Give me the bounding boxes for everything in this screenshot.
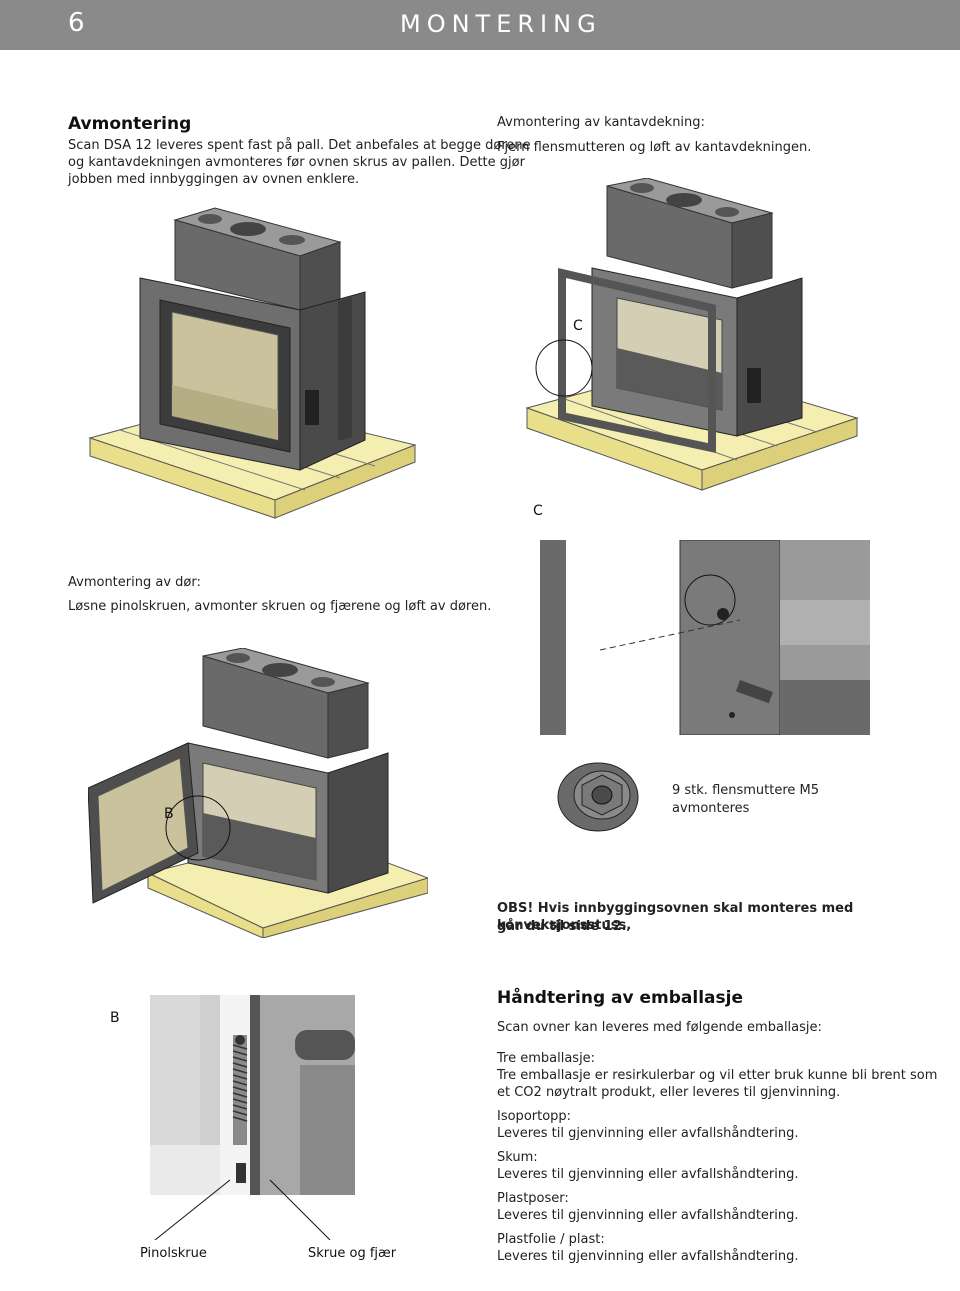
emballasje-item-line: Tre emballasje er resirkulerbar og vil e…	[497, 1068, 938, 1083]
page-header: 6 MONTERING	[0, 0, 960, 50]
section-title: MONTERING	[400, 10, 602, 38]
dor-heading: Avmontering av dør:	[68, 575, 201, 590]
emballasje-intro: Scan ovner kan leveres med følgende emba…	[497, 1020, 822, 1035]
emballasje-title: Håndtering av emballasje	[497, 988, 743, 1008]
avmontering-body-1: Scan DSA 12 leveres spent fast på pall. …	[68, 138, 531, 153]
nut-caption-1: 9 stk. flensmuttere M5	[672, 783, 820, 798]
detail-c-illustration	[540, 540, 870, 735]
screw-spring-label: Skrue og fjær	[308, 1246, 397, 1261]
kantavdekning-instruction: Fjern flensmutteren og løft av kantavdek…	[497, 140, 812, 155]
obs-line-1: OBS! Hvis innbyggingsovnen skal monteres…	[497, 901, 854, 933]
emballasje-item-heading: Plastfolie / plast:	[497, 1232, 605, 1247]
callout-b-stove: B	[164, 806, 174, 822]
emballasje-item-line: Leveres til gjenvinning eller avfallshån…	[497, 1167, 799, 1182]
detail-b-spring-illustration	[150, 995, 355, 1240]
emballasje-item-heading: Tre emballasje:	[497, 1051, 596, 1066]
emballasje-item-line: Leveres til gjenvinning eller avfallshån…	[497, 1249, 799, 1264]
page-number: 6	[68, 8, 85, 38]
dor-instruction: Løsne pinolskruen, avmonter skruen og fj…	[68, 599, 492, 614]
avmontering-body-2: og kantavdekningen avmonteres før ovnen …	[68, 155, 525, 170]
pin-screw-label: Pinolskrue	[140, 1246, 207, 1261]
emballasje-item-line: et CO2 nøytralt produkt, eller leveres t…	[497, 1085, 841, 1100]
emballasje-item-line: Leveres til gjenvinning eller avfallshån…	[497, 1126, 799, 1141]
emballasje-item-heading: Plastposer:	[497, 1191, 569, 1206]
flange-nut-icon	[557, 762, 639, 832]
emballasje-item-heading: Isoportopp:	[497, 1109, 572, 1124]
avmontering-body-3: jobben med innbyggingen av ovnen enklere…	[68, 172, 360, 187]
stove-door-open-illustration	[88, 648, 428, 938]
nut-caption-2: avmonteres	[672, 801, 750, 816]
avmontering-title: Avmontering	[68, 114, 192, 134]
callout-c-top: C	[573, 318, 583, 334]
emballasje-item-heading: Skum:	[497, 1150, 538, 1165]
stove-with-door-illustration	[88, 207, 417, 519]
obs-line-2: går du til side 12.	[497, 919, 627, 934]
detail-b-label: B	[110, 1010, 120, 1026]
stove-without-cover-illustration	[525, 178, 859, 491]
kantavdekning-heading: Avmontering av kantavdekning:	[497, 115, 705, 130]
emballasje-item-line: Leveres til gjenvinning eller avfallshån…	[497, 1208, 799, 1223]
detail-c-label: C	[533, 503, 543, 519]
